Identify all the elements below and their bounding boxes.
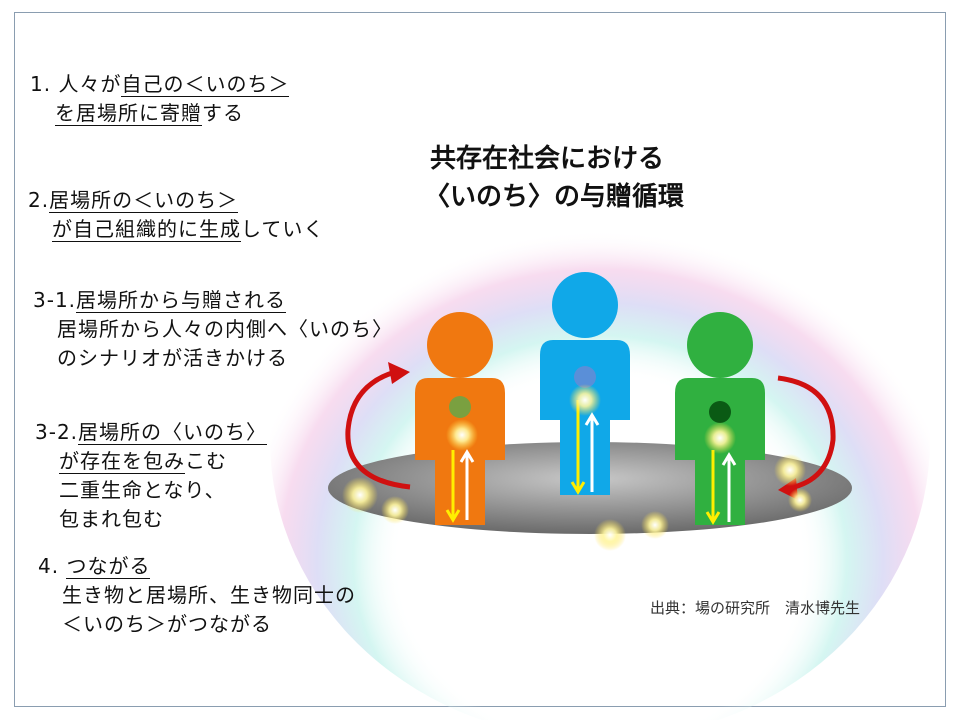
item-text: 二重生命となり、 — [59, 478, 226, 502]
item-text: 居場所から与贈される — [76, 288, 287, 313]
item-3-1: 3-1.居場所から与贈される 居場所から人々の内側へ〈いのち〉 のシナリオが活き… — [33, 286, 393, 373]
item-text: のシナリオが活きかける — [57, 346, 288, 370]
item-number: 2. — [28, 188, 50, 212]
heart-orb — [709, 401, 731, 423]
item-number: 4. — [38, 554, 60, 578]
sparkles — [342, 384, 812, 551]
item-number: 1. — [30, 72, 52, 96]
item-text: こむ — [185, 449, 227, 473]
item-text: 生き物と居場所、生き物同士の — [62, 583, 356, 607]
person-blue — [540, 272, 630, 495]
person-orange — [415, 312, 505, 525]
item-text: 包まれ包む — [59, 507, 164, 531]
heart-orb — [574, 366, 596, 388]
item-text: が存在を包み — [59, 449, 185, 474]
item-text: を居場所に寄贈 — [55, 101, 202, 126]
item-text: 居場所から人々の内側へ〈いのち〉 — [57, 317, 393, 341]
item-text: していく — [241, 217, 325, 241]
item-text: が自己組織的に生成 — [52, 217, 241, 242]
item-text: 自己の＜いのち＞ — [121, 72, 290, 97]
item-text: 居場所の＜いのち＞ — [49, 188, 239, 213]
item-3-2: 3-2.居場所の〈いのち〉 が存在を包みこむ 二重生命となり、 包まれ包む — [35, 418, 268, 534]
title-line-2: 〈いのち〉の与贈循環 — [424, 182, 685, 212]
item-text: する — [202, 101, 244, 125]
item-text: 人々が — [58, 72, 122, 96]
diagram-title: 共存在社会における 〈いのち〉の与贈循環 — [424, 140, 684, 216]
item-4: 4. つながる 生き物と居場所、生き物同士の ＜いのち＞がつながる — [38, 552, 356, 639]
title-line-1: 共存在社会における — [430, 144, 665, 174]
item-number: 3-2. — [35, 420, 79, 444]
item-text: つながる — [66, 554, 151, 579]
item-2: 2.居場所の＜いのち＞ が自己組織的に生成していく — [28, 186, 324, 244]
item-1: 1. 人々が自己の＜いのち＞ を居場所に寄贈する — [30, 70, 290, 128]
item-text: ＜いのち＞がつながる — [62, 612, 272, 636]
left-circulation-arrow-icon — [345, 362, 411, 490]
source-credit: 出典：場の研究所 清水博先生 — [650, 599, 861, 617]
heart-orb — [449, 396, 471, 418]
item-number: 3-1. — [33, 288, 77, 312]
item-text: 居場所の〈いのち〉 — [78, 420, 268, 445]
